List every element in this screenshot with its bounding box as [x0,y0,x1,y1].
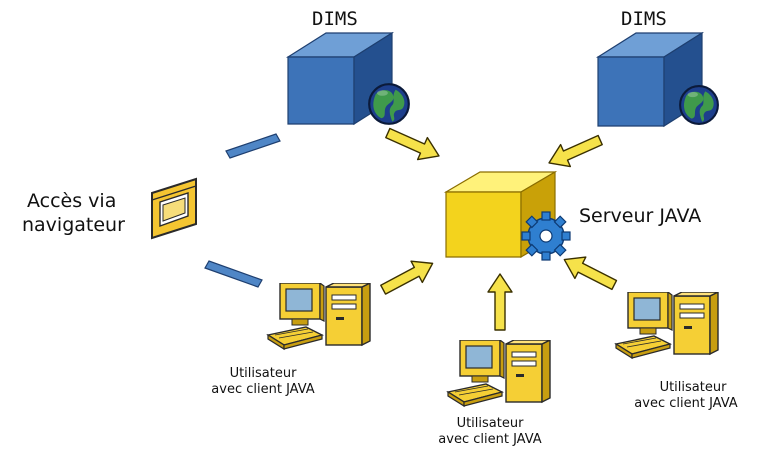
dims-left-server [285,31,410,126]
browser-window-icon [151,177,197,240]
client-center-label-line2: avec client JAVA [438,432,542,447]
client-center-label-line1: Utilisateur [456,416,524,431]
client-right-label-line2: avec client JAVA [634,396,738,411]
java-server-label: Serveur JAVA [579,205,702,227]
workstation-icon [615,292,719,359]
java-server [443,170,571,261]
dims-right-label: DIMS [621,8,667,30]
dims-left-label: DIMS [312,8,358,30]
browser-access-label-line2: navigateur [22,214,125,236]
workstation-icon [267,283,371,350]
arrow-client-left-to-server [380,260,434,295]
browser-access-label-line1: Accès via [27,190,117,212]
client-left-label-line2: avec client JAVA [211,382,315,397]
client-right-label-line1: Utilisateur [659,380,727,395]
arrow-dims-right-to-server [548,134,603,168]
arrow-dims-left-to-server [385,127,440,161]
gear-icon [521,211,571,261]
browser-link-bar-bottom [204,260,263,288]
globe-icon [679,85,719,125]
arrow-client-center-to-server [487,273,513,331]
globe-icon [368,83,410,125]
arrow-client-right-to-server [563,256,618,291]
dims-right-server [595,31,719,128]
workstation-icon [447,340,551,407]
client-left-label-line1: Utilisateur [229,366,297,381]
browser-link-bar-top [225,133,281,159]
